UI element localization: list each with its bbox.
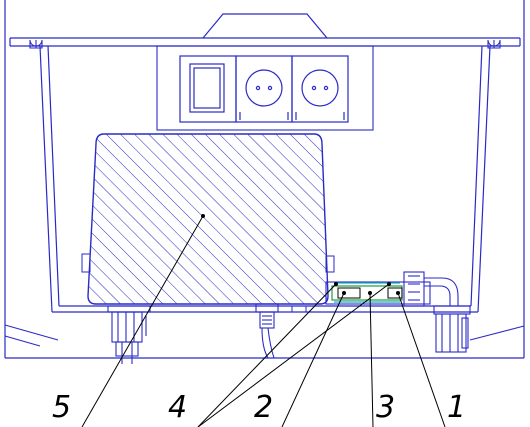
hatched-housing	[81, 133, 335, 305]
leader-1	[397, 292, 446, 427]
cable-gland	[403, 271, 471, 353]
rim-clip-left	[29, 39, 43, 49]
callout-3: 3	[376, 390, 396, 425]
callout-1: 1	[447, 390, 467, 425]
middle-foot	[255, 303, 279, 359]
small-spacer	[291, 305, 307, 313]
leader-3	[369, 292, 374, 427]
rear-panel	[156, 45, 374, 131]
power-socket-left	[235, 55, 293, 123]
leader-4a	[197, 283, 337, 427]
callout-4: 4	[168, 390, 188, 425]
callout-2: 2	[254, 390, 274, 425]
leader-5	[81, 215, 204, 427]
lower-frame-lines	[4, 324, 525, 347]
top-tab	[202, 13, 328, 39]
power-socket-right	[291, 55, 349, 123]
leader-4b	[197, 283, 390, 427]
leader-lines	[81, 215, 446, 427]
callout-5: 5	[52, 390, 72, 425]
rocker-switch	[179, 55, 237, 123]
leader-2	[281, 292, 345, 427]
top-rim	[9, 37, 521, 47]
rim-clip-right	[487, 39, 501, 49]
left-foot	[107, 305, 151, 364]
terminal-block-assembly	[325, 281, 431, 305]
